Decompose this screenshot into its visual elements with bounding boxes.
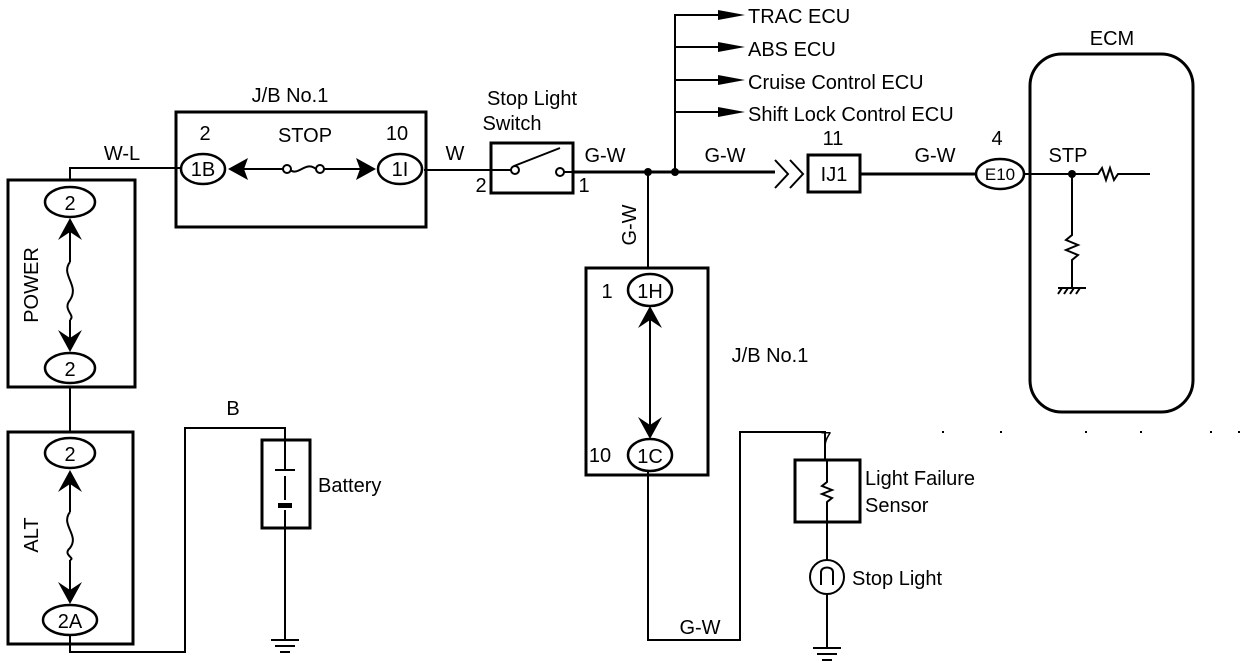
ecm-terminal-stp: STP	[1049, 145, 1088, 167]
connector-1i: 1I	[392, 159, 409, 181]
battery: Battery	[260, 438, 381, 530]
resistor-icon	[1024, 164, 1150, 184]
junction-block-top: J/B No.1 2 STOP 10 1B 1I	[174, 85, 428, 229]
wire-label-gw-bottom: G-W	[679, 617, 720, 639]
power-bottom-connector	[43, 351, 97, 385]
branch-trac-ecu: TRAC ECU	[748, 6, 850, 28]
wire-label-gw-vertical: G-W	[619, 204, 641, 245]
ecm-pin-num: 4	[991, 128, 1002, 150]
connector-1b: 1B	[191, 159, 215, 181]
connector-ij1-pin: 11	[823, 128, 844, 150]
alt-top-pin: 2	[64, 444, 75, 466]
wire-label-wl: W-L	[104, 143, 140, 165]
switch-pin-1: 1	[578, 175, 589, 197]
ecm-title: ECM	[1090, 28, 1134, 50]
alt-bottom-pin: 2A	[58, 611, 83, 633]
branch-shift-lock-control-ecu: Shift Lock Control ECU	[748, 104, 954, 126]
jb-top-pin-right-num: 10	[386, 123, 408, 145]
power-fuse-label: POWER	[21, 247, 43, 323]
ground-icon	[813, 647, 841, 661]
resistor-icon	[1063, 174, 1081, 287]
switch-title-1: Stop Light	[487, 88, 578, 110]
power-top-pin: 2	[64, 193, 75, 215]
wire-label-gw2: G-W	[704, 145, 745, 167]
stop-light-label: Stop Light	[852, 568, 943, 590]
jb-top-title: J/B No.1	[252, 85, 329, 107]
switch-icon	[510, 165, 520, 175]
ecm: ECM E10 4 STP	[974, 28, 1195, 414]
sensor-label-1: Light Failure	[865, 468, 975, 490]
jb-bottom-top-num: 1	[601, 281, 612, 303]
jb-bottom-title: J/B No.1	[732, 345, 809, 367]
alt-fuse-icon	[66, 484, 74, 590]
wire-label-gw1: G-W	[584, 145, 625, 167]
branch-cruise-control-ecu: Cruise Control ECU	[748, 72, 924, 94]
battery-icon	[275, 440, 295, 528]
stop-light: Stop Light	[809, 559, 943, 595]
switch-title-2: Switch	[483, 113, 542, 135]
ground-icon	[1057, 287, 1086, 295]
alt-fuse-block: 2 2A ALT	[6, 430, 135, 646]
bulb-icon	[809, 559, 845, 595]
wire-label-w: W	[446, 143, 465, 165]
sensor-pin: 7	[820, 429, 831, 451]
branch-abs-ecu: ABS ECU	[748, 39, 836, 61]
resistor-icon	[819, 460, 835, 522]
jb-bottom-bottom-num: 10	[589, 445, 611, 467]
stop-light-switch: Stop Light Switch 2 1	[475, 88, 589, 197]
power-top-connector	[43, 185, 97, 219]
junction-block-bottom: J/B No.1 1 1H 10 1C	[584, 266, 809, 477]
switch-pin-2: 2	[475, 175, 486, 197]
power-fuse-icon	[66, 232, 74, 340]
power-fuse-block: 2 2 POWER	[6, 178, 137, 389]
jb-top-pin-left-num: 2	[199, 123, 210, 145]
connector-ij1: IJ1	[821, 164, 848, 186]
power-bottom-pin: 2	[64, 359, 75, 381]
light-failure-sensor: 7 Light Failure Sensor	[793, 429, 975, 524]
connector-1c: 1C	[637, 446, 663, 468]
stop-fuse-label: STOP	[278, 125, 332, 147]
alt-fuse-label: ALT	[21, 517, 43, 552]
stop-fuse-icon	[288, 165, 317, 173]
battery-label: Battery	[318, 475, 381, 497]
branch-arrows	[718, 10, 745, 117]
wire-label-b: B	[226, 398, 239, 420]
sensor-label-2: Sensor	[865, 495, 929, 517]
connector-1h: 1H	[637, 281, 663, 303]
connector-arrow-icon	[774, 159, 805, 189]
ground-icon	[271, 528, 299, 653]
wire-label-gw3: G-W	[914, 145, 955, 167]
connector-e10: E10	[985, 165, 1015, 184]
